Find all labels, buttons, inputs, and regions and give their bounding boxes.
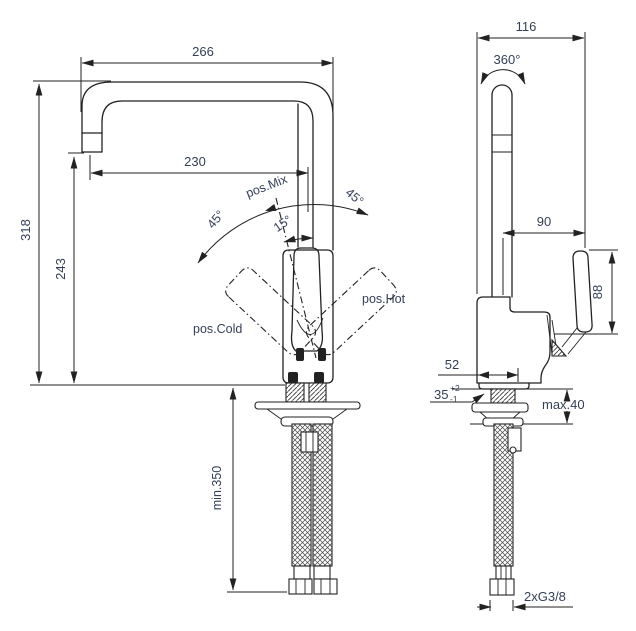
dim-90: 90 [502, 214, 586, 295]
pos-cold-label: pos.Cold [193, 322, 242, 336]
side-view: 116 360° 90 88 52 35 +2 -1 [430, 19, 618, 611]
swivel-360-label: 360° [494, 52, 521, 67]
dim-116: 116 [476, 19, 586, 294]
dim-min350: min.350 [210, 387, 287, 593]
dim-52-label: 52 [445, 357, 459, 372]
handle-swing-positions [197, 197, 397, 359]
dim-243: 243 [53, 152, 84, 384]
dim-266: 266 [80, 44, 334, 114]
side-faucet-outline [476, 84, 593, 390]
pos-mix-label: pos.Mix [244, 172, 290, 201]
side-mounting-hose [452, 388, 573, 596]
dim-230: 230 [89, 154, 309, 212]
dim-35-tolerance: 35 +2 -1 [430, 383, 485, 404]
dim-connection-label: 2xG3/8 [524, 589, 566, 604]
dim-230-label: 230 [184, 154, 206, 169]
front-mounting-hoses [30, 382, 361, 595]
dim-max40-label: max.40 [542, 397, 585, 412]
dim-90-label: 90 [537, 214, 551, 229]
dim-35-tol-plus: +2 [450, 383, 460, 393]
dim-318: 318 [18, 80, 111, 384]
angle-45-left-label: 45° [204, 208, 227, 231]
dim-35-label: 35 [434, 387, 448, 402]
front-view: 266 230 318 243 min.350 pos.Mix 45° 45° … [18, 44, 406, 595]
pos-hot-label: pos.Hot [362, 292, 406, 306]
dim-connection: 2xG3/8 [477, 589, 573, 611]
swivel-360: 360° [480, 52, 526, 85]
dim-max40: max.40 [542, 389, 585, 424]
angle-45-right-label: 45° [343, 185, 366, 208]
dim-243-label: 243 [53, 258, 68, 280]
dim-116-label: 116 [516, 19, 537, 34]
dim-318-label: 318 [18, 219, 33, 241]
angle-15-label: 15° [271, 213, 295, 235]
dim-266-label: 266 [192, 44, 214, 59]
dim-min350-label: min.350 [210, 466, 224, 511]
front-faucet-outline [81, 81, 334, 384]
dim-88: 88 [554, 249, 618, 335]
dim-52: 52 [438, 357, 519, 382]
dim-35-tol-minus: -1 [450, 394, 458, 404]
dim-88-label: 88 [590, 285, 605, 299]
